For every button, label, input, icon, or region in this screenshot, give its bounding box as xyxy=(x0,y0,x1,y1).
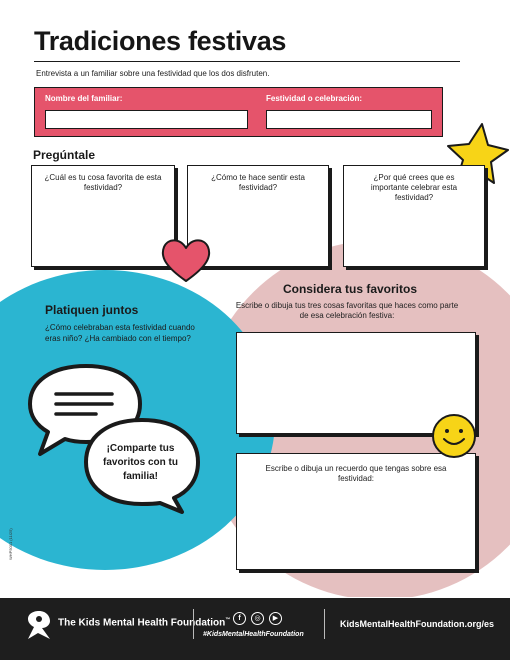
ask-heading: Pregúntale xyxy=(33,148,96,162)
memory-drawing-box[interactable]: Escribe o dibuja un recuerdo que tengas … xyxy=(236,453,476,570)
form-code: WHP5001 (11/25) xyxy=(8,528,13,560)
question-box-3[interactable]: ¿Por qué crees que es importante celebra… xyxy=(343,165,485,267)
footer-divider-left xyxy=(193,609,194,639)
facebook-icon[interactable]: f xyxy=(233,612,246,625)
foundation-logo-icon xyxy=(28,611,50,639)
talk-text: ¿Cómo celebraban esta festividad cuando … xyxy=(45,323,195,343)
instagram-icon[interactable]: ◎ xyxy=(251,612,264,625)
celebration-field[interactable] xyxy=(266,110,432,129)
family-info-panel: Nombre del familiar: Festividad o celebr… xyxy=(34,87,443,137)
title-divider xyxy=(34,61,460,62)
smiley-icon xyxy=(432,414,476,458)
intro-text: Entrevista a un familiar sobre una festi… xyxy=(36,69,270,78)
talk-heading: Platiquen juntos xyxy=(45,303,139,317)
family-name-label: Nombre del familiar: xyxy=(45,94,123,103)
footer-url-link[interactable]: KidsMentalHealthFoundation.org/es xyxy=(340,619,495,629)
page-title: Tradiciones festivas xyxy=(34,26,287,56)
question-3-text: ¿Por qué crees que es importante celebra… xyxy=(370,173,458,202)
share-bubble-text: ¡Comparte tus favoritos con tu familia! xyxy=(102,443,178,482)
share-speech-bubble xyxy=(84,418,200,514)
memory-instruction: Escribe o dibuja un recuerdo que tengas … xyxy=(265,464,447,483)
footer-hashtag[interactable]: #KidsMentalHealthFoundation xyxy=(203,631,304,638)
favorites-heading: Considera tus favoritos xyxy=(282,282,418,296)
foundation-name: The Kids Mental Health Foundation™ xyxy=(58,617,231,629)
question-box-2[interactable]: ¿Cómo te hace sentir esta festividad? xyxy=(187,165,329,267)
question-box-1[interactable]: ¿Cuál es tu cosa favorita de esta festiv… xyxy=(31,165,175,267)
celebration-label: Festividad o celebración: xyxy=(266,94,363,103)
youtube-icon[interactable]: ▶ xyxy=(269,612,282,625)
footer: The Kids Mental Health Foundation™ f ◎ ▶… xyxy=(0,598,510,660)
question-2-text: ¿Cómo te hace sentir esta festividad? xyxy=(211,173,305,192)
favorites-instruction: Escribe o dibuja tus tres cosas favorita… xyxy=(235,301,459,320)
heart-icon xyxy=(161,239,211,282)
question-1-text: ¿Cuál es tu cosa favorita de esta festiv… xyxy=(44,173,162,192)
favorites-drawing-box[interactable] xyxy=(236,332,476,434)
footer-divider-right xyxy=(324,609,325,639)
family-name-field[interactable] xyxy=(45,110,248,129)
